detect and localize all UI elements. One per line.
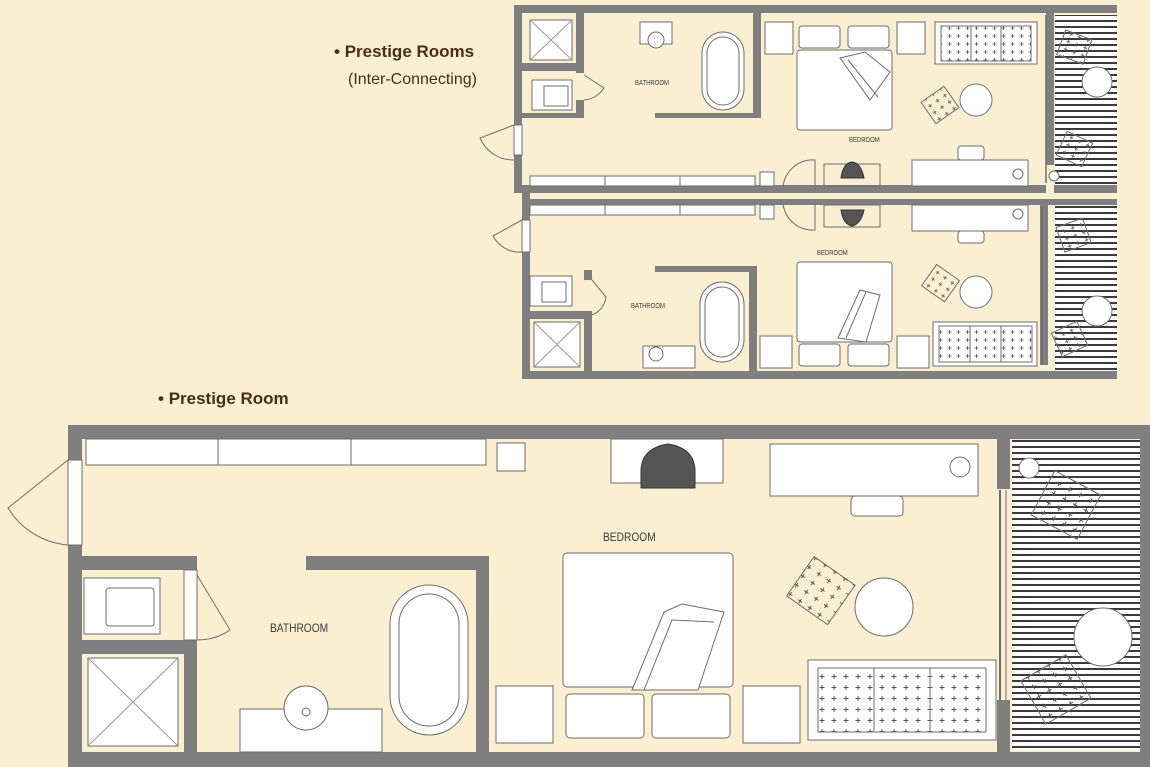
walls-top-plan [514, 5, 1117, 379]
desk-large [769, 443, 979, 497]
bullet: • [334, 42, 340, 61]
doors-top-plan [479, 15, 1047, 365]
coffee-table [854, 577, 914, 637]
label-bathroom-middle: BATHROOM [631, 303, 665, 310]
bathroom-fixtures-large [83, 577, 469, 753]
label-bedroom-large: BEDROOM [603, 530, 656, 544]
plan-prestige-room [7, 425, 1150, 767]
heading-prestige-rooms-text: Prestige Rooms [344, 42, 475, 61]
wardrobes-top-plan [529, 171, 775, 220]
balcony-table [1073, 607, 1133, 667]
armchair-balcony-top [1030, 470, 1102, 540]
nightstand-left [495, 685, 554, 744]
label-bathroom-large: BATHROOM [270, 621, 329, 635]
armchair-inside [785, 555, 856, 626]
nightstand-right [742, 685, 801, 744]
bedroom-furniture-middle [759, 204, 1113, 369]
doors-large-plan [7, 459, 1007, 700]
bedroom-furniture-large [495, 438, 1133, 744]
heading-prestige-room: • Prestige Room [158, 389, 289, 409]
armchair-balcony-bottom [1020, 654, 1092, 725]
label-bedroom-middle: BEDROOM [817, 250, 848, 257]
heading-inter-connecting: (Inter-Connecting) [348, 71, 477, 88]
walls-large-plan [68, 425, 1150, 767]
bathroom-fixtures-top [529, 19, 745, 369]
wardrobe-large [85, 438, 526, 472]
label-bedroom-top: BEDROOM [849, 137, 880, 144]
label-bathroom-top: BATHROOM [635, 80, 669, 87]
desk-middle [911, 204, 1029, 232]
heading-prestige-rooms: • Prestige Rooms [334, 42, 474, 62]
bedroom-furniture-top [764, 21, 1113, 187]
bullet: • [158, 389, 164, 408]
desk-top [911, 159, 1029, 187]
heater-icon [640, 443, 696, 489]
plan-inter-connecting [479, 5, 1117, 379]
desk-chair [850, 495, 904, 517]
heading-prestige-room-text: Prestige Room [168, 389, 289, 408]
